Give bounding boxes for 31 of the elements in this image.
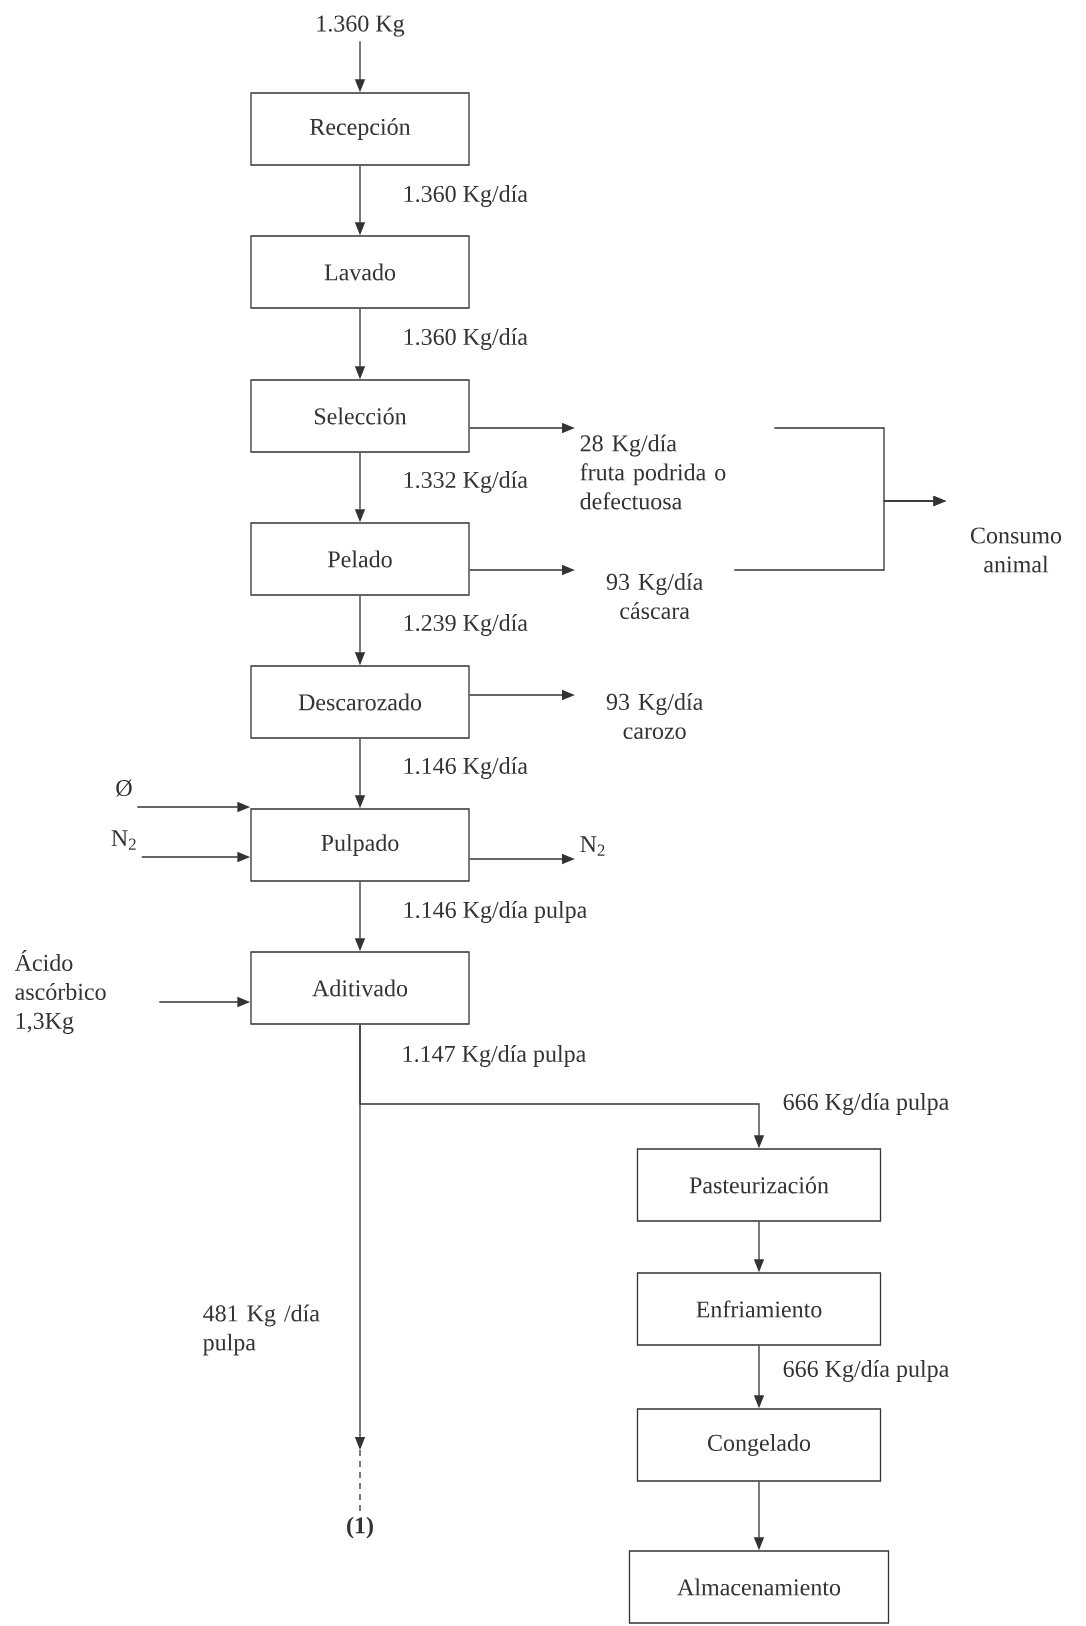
output-label: 93 Kg/día cáscara: [606, 573, 703, 619]
input-label: N$_{2}$: [111, 830, 136, 850]
process-box: Pelado: [250, 522, 470, 596]
process-box: Congelado: [636, 1408, 882, 1482]
edge-label: 1.332 Kg/día: [400, 469, 530, 495]
edge-label: 666 Kg/día pulpa: [780, 1358, 952, 1384]
output-label: 93 Kg/día carozo: [606, 693, 703, 739]
edge-label: 1.146 Kg/día pulpa: [400, 899, 590, 925]
process-box: Selección: [250, 379, 470, 453]
input-label: 1.360 Kg: [317, 15, 405, 37]
edge-label: 666 Kg/día pulpa: [780, 1091, 952, 1117]
process-box: Descarozado: [250, 665, 470, 739]
input-label: Ácido ascórbico 1,3Kg: [14, 950, 106, 1034]
process-box: Lavado: [250, 235, 470, 309]
process-box: Recepción: [250, 92, 470, 166]
edge-label: 1.360 Kg/día: [400, 183, 530, 209]
output-label: N$_{2}$: [580, 836, 605, 856]
edge-label: 1.360 Kg/día: [400, 326, 530, 352]
edge-label: 1.239 Kg/día: [400, 612, 530, 638]
process-box: Pulpado: [250, 808, 470, 882]
flow-label: 1.147 Kg/día pulpa: [403, 1045, 586, 1067]
process-box: Aditivado: [250, 951, 470, 1025]
destination-label: Consumo animal: [971, 527, 1062, 573]
process-box: Pasteurización: [636, 1148, 882, 1222]
process-box: Almacenamiento: [628, 1550, 890, 1624]
process-box: Enfriamiento: [636, 1272, 882, 1346]
edge-label: 1.146 Kg/día: [400, 755, 530, 781]
output-label: 28 Kg/día fruta podrida o defectuosa: [580, 434, 726, 510]
edge-label: 481 Kg /día pulpa: [200, 1302, 335, 1358]
connector-label: (1): [347, 1516, 373, 1539]
input-symbol: Ø: [116, 779, 132, 797]
